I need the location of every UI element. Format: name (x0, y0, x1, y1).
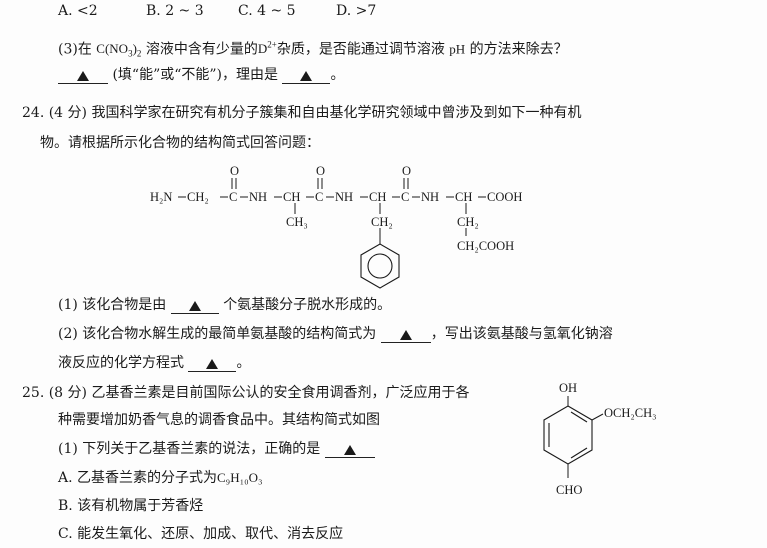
q24-q2-text-b: ，写出该氨基酸与氢氧化钠溶 (430, 326, 613, 342)
q23-ph: pH (449, 41, 466, 57)
nh-group-3: NH (421, 190, 439, 204)
q24-q2-text-a: (2) 该化合物水解生成的最简单氨基酸的结构简式为 (58, 326, 377, 342)
period: 。 (236, 355, 251, 371)
ch2-group-1: CH₂ (187, 190, 209, 204)
q24-q1-text-a: (1) 该化合物是由 (58, 297, 167, 313)
q25-option-c: C. 能发生氧化、还原、加成、取代、消去反应 (58, 526, 344, 542)
q25-option-a: A. 乙基香兰素的分子式为C₉H₁₀O₃ (58, 469, 263, 487)
q25-header-line2: 种需要增加奶香气息的调香食品中。其结构简式如图 (58, 412, 380, 428)
q24-q1-blank[interactable] (170, 297, 219, 314)
triangle-marker-icon (206, 359, 219, 369)
q23-answer-hint: (填“能”或“不能”)，理由是 (112, 67, 279, 83)
ethoxy-group: OCH₂CH₃ (604, 406, 656, 420)
q24-peptide-structure: H₂N CH₂ C O NH CH CH₃ C O NH CH CH₂ C O … (150, 164, 522, 289)
cho-group: CHO (556, 483, 582, 497)
q23-part3-text-d: 的方法来除去？ (469, 41, 568, 58)
carbonyl-c-2: C (315, 190, 323, 204)
ch2-group-2: CH₂ (371, 215, 393, 229)
q23-option-d: D. >7 (336, 3, 377, 19)
q25-option-a-formula: C₉H₁₀O₃ (217, 470, 263, 485)
oxygen-2: O (316, 164, 325, 178)
q23-formula: C(NO3)2 (96, 41, 142, 59)
q23-answer-blank-2[interactable] (282, 67, 331, 84)
ch-group-2: CH (369, 190, 386, 204)
ch-group-3: CH (455, 190, 472, 204)
q23-answer-blank-1[interactable] (58, 67, 108, 84)
oxygen-1: O (230, 164, 239, 178)
q25-option-b: B. 该有机物属于芳香烃 (58, 498, 204, 514)
ch2-group-3: CH₂ (457, 215, 479, 229)
q24-q2-line2: 液反应的化学方程式 。 (58, 354, 250, 372)
q25-header: 25. (8 分) 乙基香兰素是目前国际公认的安全食用调香剂，广泛应用于各 (22, 385, 470, 401)
q24-q2: (2) 该化合物水解生成的最简单氨基酸的结构简式为 ，写出该氨基酸与氢氧化钠溶 (58, 325, 613, 343)
triangle-marker-icon (343, 445, 356, 455)
oh-group: OH (559, 381, 577, 395)
q23-option-b: B. 2 ~ 3 (146, 3, 204, 19)
q24-header-line2: 物。请根据所示化合物的结构简式回答问题： (40, 135, 320, 151)
benzene-ring-icon (360, 243, 400, 289)
q23-ion: D2+ (257, 40, 277, 57)
triangle-marker-icon (300, 71, 313, 81)
benzene-ring-icon (543, 405, 593, 465)
q23-part3-text-c: 杂质，是否能通过调节溶液 (276, 41, 445, 58)
q23-part3-answer-line: (填“能”或“不能”)，理由是 。 (58, 66, 344, 84)
q23-part3-question: (3)在 C(NO3)2 溶液中含有少量的D2+杂质，是否能通过调节溶液 pH … (58, 36, 568, 63)
q25-option-a-text: A. 乙基香兰素的分子式为 (58, 470, 218, 486)
ch-group-1: CH (283, 190, 300, 204)
q23-part3-number: (3) (58, 41, 78, 58)
q24-q2-blank-1[interactable] (380, 326, 431, 343)
ch2cooh-group: CH₂COOH (457, 239, 514, 253)
q25-q1-blank[interactable] (324, 441, 375, 458)
q24-header: 24. (4 分) 我国科学家在研究有机分子簇集和自由基化学研究领域中曾涉及到如… (22, 105, 582, 121)
q23-part3-text-a: 在 (77, 41, 92, 58)
cooh-group: COOH (487, 190, 522, 204)
h2n-group: H₂N (150, 190, 172, 204)
q24-q1-text-b: 个氨基酸分子脱水形成的。 (223, 297, 392, 313)
q23-option-c: C. 4 ~ 5 (238, 3, 296, 19)
triangle-marker-icon (399, 330, 412, 340)
triangle-marker-icon (188, 301, 201, 311)
carbonyl-c-3: C (401, 190, 409, 204)
period: 。 (330, 67, 345, 83)
nh-group-1: NH (249, 190, 267, 204)
oxygen-3: O (402, 164, 411, 178)
q25-q1-text: (1) 下列关于乙基香兰素的说法，正确的是 (58, 441, 321, 457)
triangle-marker-icon (77, 71, 89, 81)
q23-part3-text-b: 溶液中含有少量的 (145, 41, 258, 58)
ch3-group: CH₃ (286, 215, 308, 229)
nh-group-2: NH (335, 190, 353, 204)
q24-q1: (1) 该化合物是由 个氨基酸分子脱水形成的。 (58, 296, 391, 314)
q24-q2-text-c: 液反应的化学方程式 (58, 355, 184, 371)
q23-option-a: A. <2 (58, 3, 98, 19)
carbonyl-c-1: C (229, 190, 237, 204)
q25-q1: (1) 下列关于乙基香兰素的说法，正确的是 (58, 440, 375, 458)
q25-ethyl-vanillin-structure: OH OCH₂CH₃ CHO (543, 381, 656, 497)
q24-q2-blank-2[interactable] (188, 355, 237, 372)
